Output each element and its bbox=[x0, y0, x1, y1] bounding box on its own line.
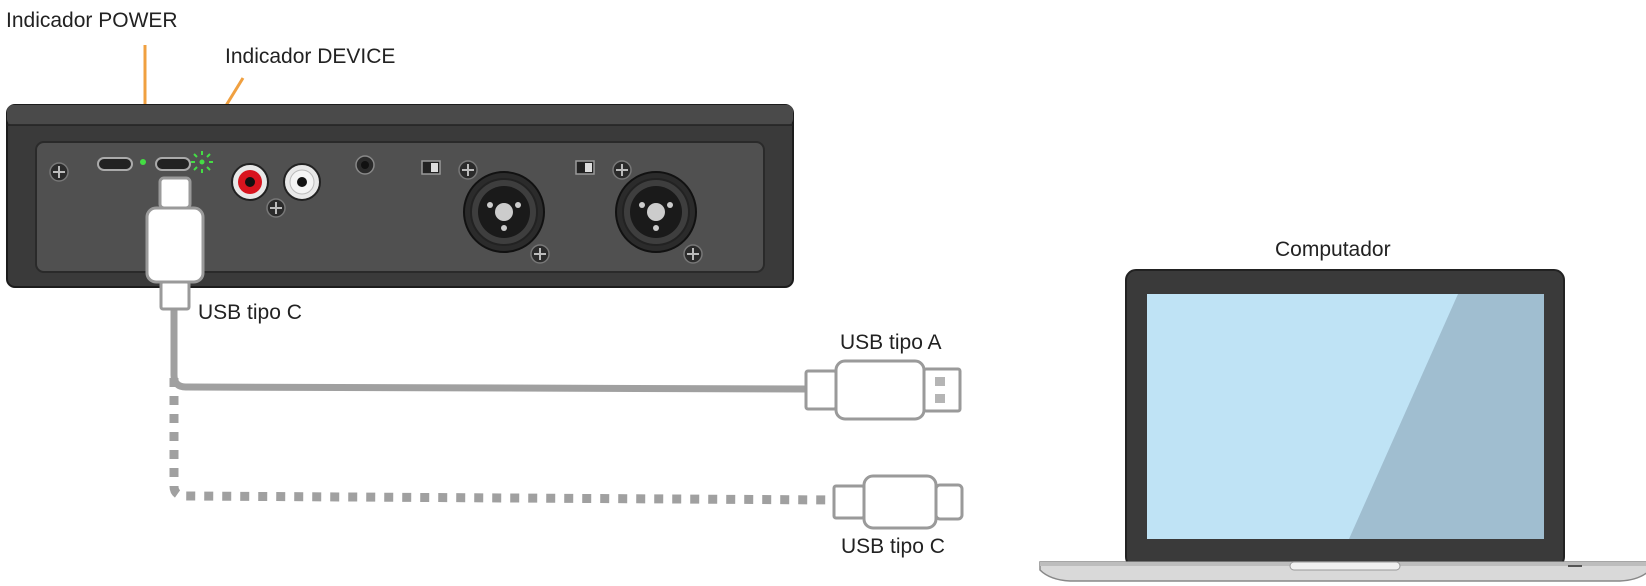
device-led-icon bbox=[191, 151, 213, 173]
switch-2 bbox=[575, 160, 595, 175]
usb-a-plug bbox=[804, 359, 962, 421]
usb-c-port-1 bbox=[97, 157, 133, 171]
screen-glare bbox=[1349, 294, 1544, 539]
cable-dotted bbox=[169, 378, 837, 505]
laptop-base bbox=[1039, 561, 1646, 582]
usb-c-port-2 bbox=[155, 157, 191, 171]
usb-c-device-label: USB tipo C bbox=[198, 301, 302, 324]
screw-icon bbox=[266, 198, 286, 218]
rca-white-jack bbox=[283, 163, 321, 201]
usb-c-plug-device bbox=[145, 176, 205, 311]
screw-icon bbox=[530, 244, 550, 264]
xlr-combo-jack-1 bbox=[463, 171, 545, 253]
screw-icon bbox=[458, 160, 478, 180]
power-led bbox=[140, 159, 146, 165]
computer-label: Computador bbox=[1275, 238, 1391, 261]
usb-a-label: USB tipo A bbox=[840, 331, 942, 354]
laptop-icon bbox=[1039, 269, 1646, 582]
usb-c-plug-alt bbox=[832, 474, 964, 530]
screw-icon bbox=[683, 244, 703, 264]
screw-icon bbox=[49, 162, 69, 182]
usb-c-alt-label: USB tipo C bbox=[841, 535, 945, 558]
switch-1 bbox=[421, 160, 441, 175]
rca-red-jack bbox=[231, 163, 269, 201]
screw-icon bbox=[612, 160, 632, 180]
audio-interface bbox=[6, 104, 794, 288]
power-indicator-label: Indicador POWER bbox=[6, 9, 178, 32]
headphone-jack bbox=[355, 155, 375, 175]
device-indicator-label: Indicador DEVICE bbox=[225, 45, 395, 68]
xlr-combo-jack-2 bbox=[615, 171, 697, 253]
